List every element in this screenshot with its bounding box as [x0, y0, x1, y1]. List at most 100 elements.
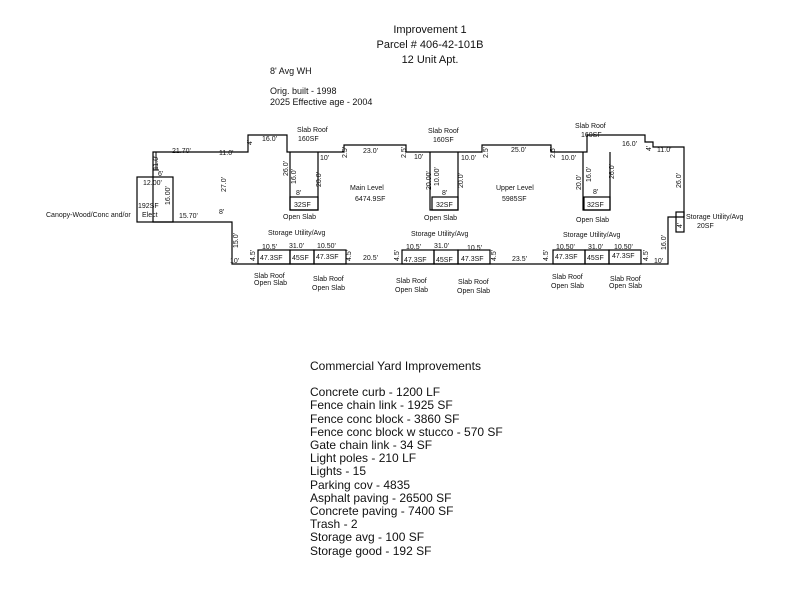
dimension-label: 10.50'	[317, 243, 336, 250]
slab-roof-label: Slab Roof	[297, 127, 328, 134]
dimension-label: 26.0'	[283, 161, 290, 176]
dimension-label: 4'	[247, 140, 254, 145]
dimension-label: 10'	[654, 258, 663, 265]
open-slab-label: Open Slab	[283, 214, 316, 221]
dimension-label: 4.5'	[394, 250, 401, 261]
open-slab-label: Open Slab	[312, 285, 345, 292]
storage-sf: 47.3SF	[612, 253, 635, 260]
dimension-label: 2.5'	[401, 147, 408, 158]
slab-roof-label: Slab Roof	[575, 123, 606, 130]
storage-sf: 47.3SF	[404, 257, 427, 264]
dimension-label: 4.5'	[543, 250, 550, 261]
dimension-label: 10'	[414, 154, 423, 161]
dimension-label: 10.5'	[406, 244, 421, 251]
slab-roof-label: Slab Roof	[552, 274, 583, 281]
floor-plan-sketch: Main Level 6474.9SF Upper Level 5985SF C…	[46, 123, 744, 295]
dimension-label: 26.0'	[676, 173, 683, 188]
dimension-label: 10'	[320, 155, 329, 162]
parcel-number: Parcel # 406-42-101B	[376, 39, 484, 51]
dimension-label: 20.00'	[426, 171, 433, 190]
dimension-label: 4.5'	[346, 250, 353, 261]
yard-improvements-list: Concrete curb - 1200 LF Fence chain link…	[310, 386, 503, 558]
dimension-label: 8'	[219, 209, 224, 216]
open-slab-sf: 32SF	[436, 202, 453, 209]
wall-height-note: 8' Avg WH	[270, 66, 312, 76]
dimension-label: 2.5'	[342, 147, 349, 158]
dimension-label: 8'	[593, 189, 598, 196]
storage-label: Storage Utility/Avg	[268, 230, 326, 237]
dimension-label: 4'	[677, 223, 684, 228]
open-slab-label: Open Slab	[609, 283, 642, 290]
yard-item: Fence conc block - 3860 SF	[310, 411, 460, 426]
dimension-label: 12.00'	[143, 180, 162, 187]
dimension-label: 21.70'	[172, 148, 191, 155]
slab-roof-sf: 160SF	[298, 136, 319, 143]
dimension-label: 20.0'	[316, 172, 323, 187]
dimension-label: 23.0'	[363, 148, 378, 155]
yard-item: Lights - 15	[310, 464, 367, 479]
dimension-label: 10.5'	[467, 245, 482, 252]
dimension-label: 27.0'	[221, 177, 228, 192]
storage-sf: 47.3SF	[461, 256, 484, 263]
slab-roof-label: Slab Roof	[313, 276, 344, 283]
dimension-label: 16.0'	[262, 136, 277, 143]
dimension-label: 20.5'	[363, 255, 378, 262]
yard-item: Storage avg - 100 SF	[310, 530, 425, 545]
canopy-outline	[136, 176, 174, 223]
dimension-label: 4.5'	[250, 250, 257, 261]
slab-roof-label: Slab Roof	[396, 278, 427, 285]
open-slab-sf: 32SF	[294, 202, 311, 209]
dimension-label: 20.0'	[458, 173, 465, 188]
dimension-label: 31.0'	[588, 244, 603, 251]
upper-level-label: Upper Level	[496, 185, 534, 192]
slab-roof-sf: 160SF	[581, 132, 602, 139]
canopy-elect: Elect	[142, 212, 158, 219]
canopy-sf: 192SF	[138, 203, 159, 210]
storage-sf: 45SF	[436, 257, 453, 264]
dimension-label: 20.0'	[576, 175, 583, 190]
dimension-label: 23.5'	[512, 256, 527, 263]
storage-right-label: Storage Utility/Avg	[686, 214, 744, 221]
dimension-label: 8'	[296, 190, 301, 197]
storage-sf: 47.3SF	[316, 254, 339, 261]
upper-level-sf: 5985SF	[502, 196, 527, 203]
dimension-label: 10.50'	[556, 244, 575, 251]
dimension-label: 4.5'	[491, 250, 498, 261]
slab-roof-label: Slab Roof	[428, 128, 459, 135]
dimension-label: 8'	[442, 190, 447, 197]
dimension-label: 16.0'	[661, 235, 668, 250]
open-slab-label: Open Slab	[424, 215, 457, 222]
storage-label: Storage Utility/Avg	[411, 231, 469, 238]
yard-item: Trash - 2	[310, 517, 358, 532]
open-slab-label: Open Slab	[254, 280, 287, 287]
open-slab-label: Open Slab	[395, 287, 428, 294]
building-outline	[152, 134, 685, 265]
dimension-label: 26.0'	[609, 164, 616, 179]
built-note: Orig. built - 1998	[270, 86, 337, 96]
dimension-label: 16.00'	[165, 186, 172, 205]
main-level-sf: 6474.9SF	[355, 196, 385, 203]
dimension-label: 4'	[646, 146, 653, 151]
dimension-label: 6'	[158, 171, 163, 178]
dimension-label: 25.0'	[511, 147, 526, 154]
main-level-label: Main Level	[350, 185, 384, 192]
dimension-label: 15.70'	[179, 213, 198, 220]
yard-item: Parking cov - 4835	[310, 477, 411, 492]
storage-label: Storage Utility/Avg	[563, 232, 621, 239]
storage-sf: 47.3SF	[260, 255, 283, 262]
yard-item: Gate chain link - 34 SF	[310, 438, 433, 453]
storage-sf: 45SF	[292, 255, 309, 262]
slab-roof-sf: 160SF	[433, 137, 454, 144]
slab-roof-label: Slab Roof	[610, 276, 641, 283]
open-slab-label: Open Slab	[576, 217, 609, 224]
dimension-label: 10.0'	[561, 155, 576, 162]
dimension-label: 10.5'	[262, 244, 277, 251]
dimension-label: 10.00'	[434, 167, 441, 186]
dimension-label: 10.0'	[461, 155, 476, 162]
storage-sf: 47.3SF	[555, 254, 578, 261]
yard-item: Concrete paving - 7400 SF	[310, 504, 454, 519]
dimension-label: 16.0'	[622, 141, 637, 148]
effective-age-note: 2025 Effective age - 2004	[270, 97, 373, 107]
yard-item: Light poles - 210 LF	[310, 451, 417, 466]
yard-item: Storage good - 192 SF	[310, 543, 432, 558]
